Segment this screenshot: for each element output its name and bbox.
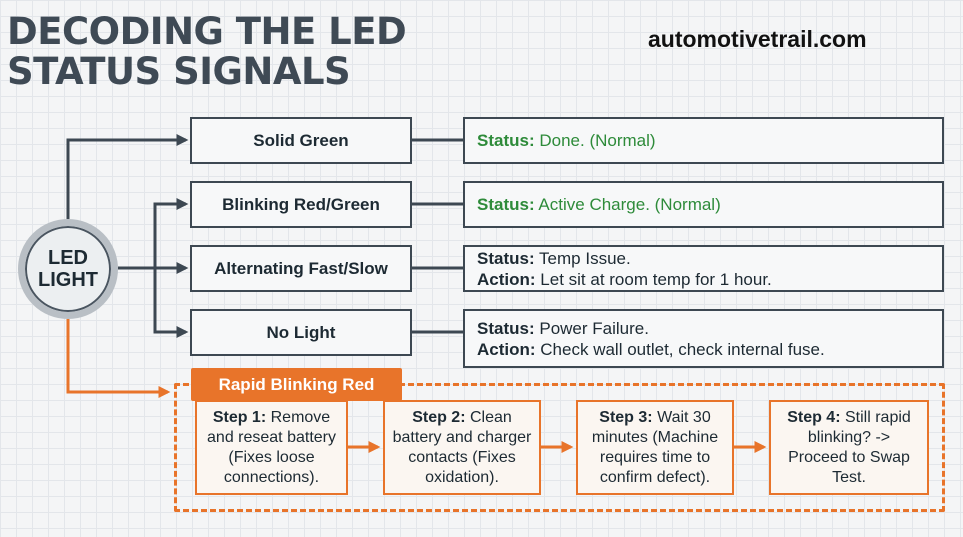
site-name: automotivetrail.com [648, 26, 867, 52]
signal-label: Alternating Fast/Slow [214, 258, 388, 278]
signal-alternating: Alternating Fast/Slow [190, 245, 412, 292]
hub-line-2: LIGHT [38, 269, 98, 291]
status-label: Status: [477, 248, 535, 268]
step-head: Step 4: [787, 408, 841, 426]
rapid-blinking-group [174, 383, 945, 512]
rapid-blinking-label: Rapid Blinking Red [191, 368, 402, 401]
signal-no-light: No Light [190, 309, 412, 356]
signal-label: Solid Green [253, 130, 349, 150]
status-solid-green: Status: Done. (Normal) [463, 117, 944, 164]
status-label: Status: [477, 318, 535, 338]
status-text: Active Charge. (Normal) [538, 195, 721, 214]
page-title: DECODING THE LED STATUS SIGNALS [7, 10, 407, 93]
action-text: Let sit at room temp for 1 hour. [540, 269, 772, 289]
signal-label: Blinking Red/Green [222, 194, 380, 214]
action-label: Action: [477, 269, 536, 289]
step-1: Step 1: Remove and reseat battery (Fixes… [195, 400, 348, 495]
step-text: Clean battery and charger contacts (Fixe… [392, 408, 532, 486]
action-text: Check wall outlet, check internal fuse. [540, 339, 825, 359]
line-solid-green [66, 134, 189, 219]
line-blinking [118, 198, 189, 270]
step-4: Step 4: Still rapid blinking? -> Proceed… [769, 400, 929, 495]
step-head: Step 1: [212, 408, 267, 426]
status-alternating: Status: Temp Issue. Action: Let sit at r… [463, 245, 944, 292]
signal-blinking-red-green: Blinking Red/Green [190, 181, 412, 228]
status-no-light: Status: Power Failure. Action: Check wal… [463, 309, 944, 368]
step-text: Remove and reseat battery (Fixes loose c… [207, 408, 336, 486]
title-line-1: DECODING THE LED [7, 10, 407, 53]
hub-line-1: LED [48, 247, 88, 269]
step-head: Step 2: [412, 408, 466, 426]
step-text: Still rapid blinking? -> Proceed to Swap… [788, 408, 911, 486]
status-text: Power Failure. [539, 318, 649, 338]
status-text: Temp Issue. [539, 248, 631, 268]
signal-solid-green: Solid Green [190, 117, 412, 164]
step-2: Step 2: Clean battery and charger contac… [383, 400, 541, 495]
status-label: Status: [477, 195, 535, 214]
action-label: Action: [477, 339, 536, 359]
step-text: Wait 30 minutes (Machine requires time t… [591, 408, 719, 486]
status-label: Status: [477, 131, 535, 150]
title-line-2: STATUS SIGNALS [7, 50, 351, 93]
signal-label: No Light [266, 322, 336, 342]
status-blinking-red-green: Status: Active Charge. (Normal) [463, 181, 944, 228]
status-text: Done. (Normal) [539, 131, 656, 150]
line-no-light [153, 268, 189, 338]
step-head: Step 3: [599, 408, 653, 426]
step-3: Step 3: Wait 30 minutes (Machine require… [576, 400, 734, 495]
line-rapid [66, 319, 171, 398]
led-light-hub: LED LIGHT [18, 219, 118, 319]
